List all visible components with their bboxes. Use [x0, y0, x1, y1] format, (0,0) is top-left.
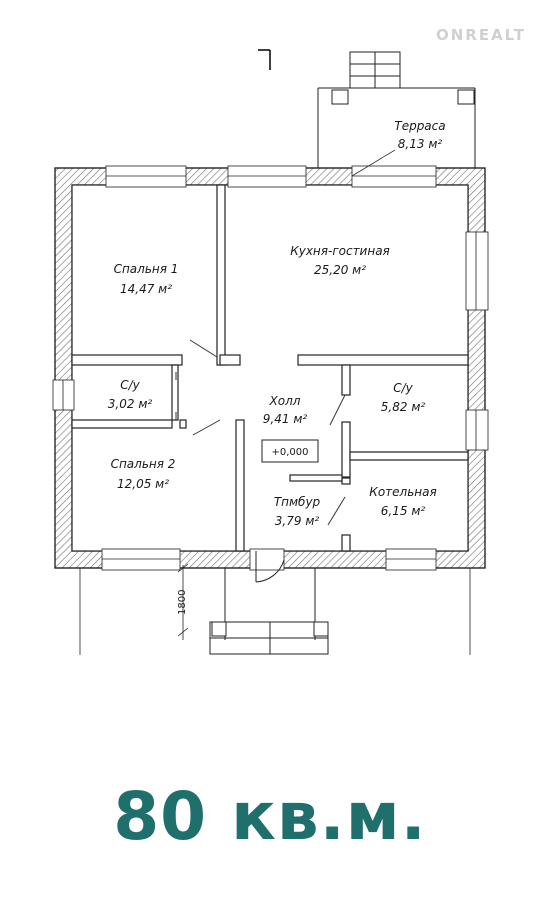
svg-text:9,41 м²: 9,41 м²	[263, 412, 308, 426]
svg-text:8,13 м²: 8,13 м²	[398, 137, 443, 151]
room-bathroom-2: С/у 5,82 м²	[381, 381, 426, 414]
terrace	[317, 51, 476, 168]
dimension-label: 1800	[177, 590, 188, 615]
svg-text:Спальня 1: Спальня 1	[114, 262, 179, 276]
entrance-porch	[209, 568, 329, 655]
svg-text:Тпмбур: Тпмбур	[274, 495, 321, 509]
svg-text:6,15 м²: 6,15 м²	[381, 504, 426, 518]
svg-text:+0,000: +0,000	[271, 447, 308, 458]
dimension-line	[79, 563, 471, 655]
svg-text:14,47 м²: 14,47 м²	[120, 282, 172, 296]
interior-doors	[175, 339, 346, 526]
svg-text:Терраса: Терраса	[394, 119, 445, 133]
room-bedroom-1: Спальня 1 14,47 м²	[114, 262, 179, 296]
svg-text:Холл: Холл	[269, 394, 301, 408]
total-area-heading: 80 кв.м.	[113, 778, 427, 855]
svg-text:12,05 м²: 12,05 м²	[117, 477, 169, 491]
floor-plan: 1800 +0,000 Терраса 8,13 м² Спальня 1 14…	[52, 49, 489, 655]
windows	[52, 165, 489, 571]
room-hall: Холл 9,41 м²	[263, 394, 308, 426]
interior-walls	[71, 184, 469, 552]
room-boiler: Котельная 6,15 м²	[369, 485, 436, 518]
svg-text:3,79 м²: 3,79 м²	[275, 514, 320, 528]
svg-text:25,20 м²: 25,20 м²	[314, 263, 366, 277]
svg-text:С/у: С/у	[120, 378, 140, 392]
room-kitchen-living: Кухня-гостиная 25,20 м²	[290, 244, 390, 277]
svg-text:3,02 м²: 3,02 м²	[108, 397, 153, 411]
room-bathroom-1: С/у 3,02 м²	[108, 378, 153, 411]
svg-text:Спальня 2: Спальня 2	[111, 457, 176, 471]
svg-text:Кухня-гостиная: Кухня-гостиная	[290, 244, 390, 258]
entrance-door	[255, 551, 285, 583]
level-mark: +0,000	[261, 439, 319, 463]
room-bedroom-2: Спальня 2 12,05 м²	[111, 457, 176, 491]
room-terrace: Терраса 8,13 м²	[351, 119, 446, 177]
room-vestibule: Тпмбур 3,79 м²	[274, 495, 321, 528]
svg-text:С/у: С/у	[393, 381, 413, 395]
svg-text:5,82 м²: 5,82 м²	[381, 400, 426, 414]
svg-text:Котельная: Котельная	[369, 485, 436, 499]
section-marker	[258, 49, 271, 70]
watermark: ONREALT	[435, 26, 526, 44]
